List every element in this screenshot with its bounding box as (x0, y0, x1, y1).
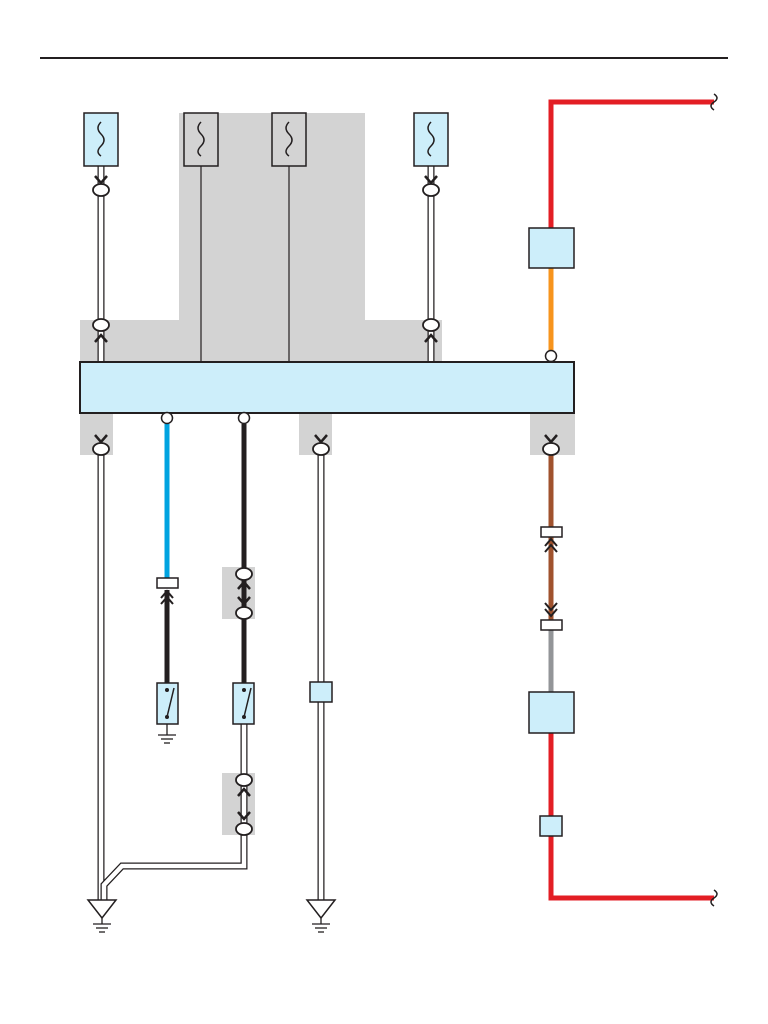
connector-icon (92, 434, 110, 456)
switch-icon (232, 682, 255, 725)
connector-icon (540, 526, 563, 553)
fuse-icon (83, 112, 119, 167)
connector-icon (156, 577, 179, 605)
component-box-top-right (528, 227, 575, 269)
ground-icon (86, 899, 118, 933)
fuse-icon (183, 112, 219, 167)
wire-break-icon (710, 889, 718, 907)
connector-icon (92, 318, 110, 343)
inline-component-center (309, 681, 333, 703)
shaded-zones (80, 113, 575, 835)
fuse-icon (413, 112, 449, 167)
terminal-black (237, 411, 251, 425)
connector-icon (422, 318, 440, 343)
wire-red-bottom (548, 733, 714, 901)
ground-icon (305, 899, 337, 933)
inline-component-red (539, 815, 563, 837)
connector-icon (422, 175, 440, 197)
wire-break-icon (710, 93, 718, 111)
connector-icon (235, 773, 253, 836)
connector-icon (235, 567, 253, 620)
component-box-bottom-right (528, 691, 575, 734)
fuse-icon (271, 112, 307, 167)
connector-icon (542, 434, 560, 456)
connector-icon (312, 434, 330, 456)
connector-icon (92, 175, 110, 197)
ground-icon (158, 724, 176, 744)
wire-red-top (548, 99, 714, 228)
connector-icon (540, 602, 563, 631)
switch-icon (156, 682, 179, 725)
terminal-blue (160, 411, 174, 425)
main-module (79, 361, 575, 414)
terminal-top-right (544, 349, 558, 363)
